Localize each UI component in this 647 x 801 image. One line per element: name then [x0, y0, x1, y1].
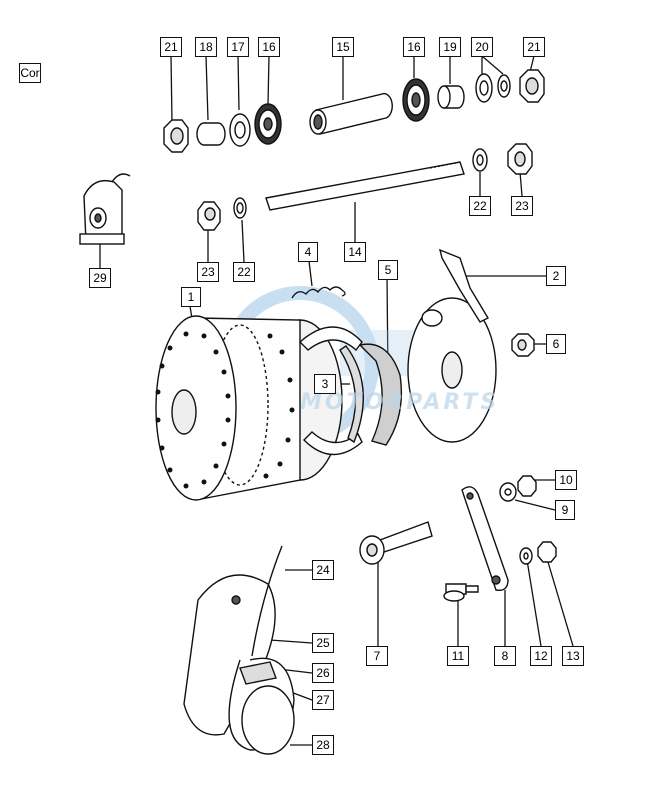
callout-label: 21: [160, 37, 182, 57]
callout-label: 6: [546, 334, 566, 354]
callout-label: 23: [197, 262, 219, 282]
callout-label: 5: [378, 260, 398, 280]
callout-label: 22: [233, 262, 255, 282]
callout-label: 27: [312, 690, 334, 710]
callout-label: 20: [471, 37, 493, 57]
watermark-tagline: MOTORPARTS: [300, 390, 500, 415]
callout-label: 1: [181, 287, 201, 307]
callout-label: 2: [546, 266, 566, 286]
callout-label: 26: [312, 663, 334, 683]
callout-label: 16: [403, 37, 425, 57]
callout-label: 21: [523, 37, 545, 57]
callout-label: 28: [312, 735, 334, 755]
callout-label: 18: [195, 37, 217, 57]
callout-label: 14: [344, 242, 366, 262]
callout-label: 22: [469, 196, 491, 216]
callout-label: 8: [494, 646, 516, 666]
callout-label: 23: [511, 196, 533, 216]
callout-label: 19: [439, 37, 461, 57]
callout-label: 17: [227, 37, 249, 57]
callout-label: 4: [298, 242, 318, 262]
callout-label: 13: [562, 646, 584, 666]
callout-label: 25: [312, 633, 334, 653]
callout-label: 12: [530, 646, 552, 666]
callout-label: 11: [447, 646, 469, 666]
callout-label: 24: [312, 560, 334, 580]
callout-label: 29: [89, 268, 111, 288]
callout-label: 9: [555, 500, 575, 520]
callout-label: 15: [332, 37, 354, 57]
callout-label: 7: [366, 646, 388, 666]
corner-tag: Cor: [19, 63, 41, 83]
callout-label: 16: [258, 37, 280, 57]
callout-label: 10: [555, 470, 577, 490]
callout-label: 3: [314, 374, 336, 394]
